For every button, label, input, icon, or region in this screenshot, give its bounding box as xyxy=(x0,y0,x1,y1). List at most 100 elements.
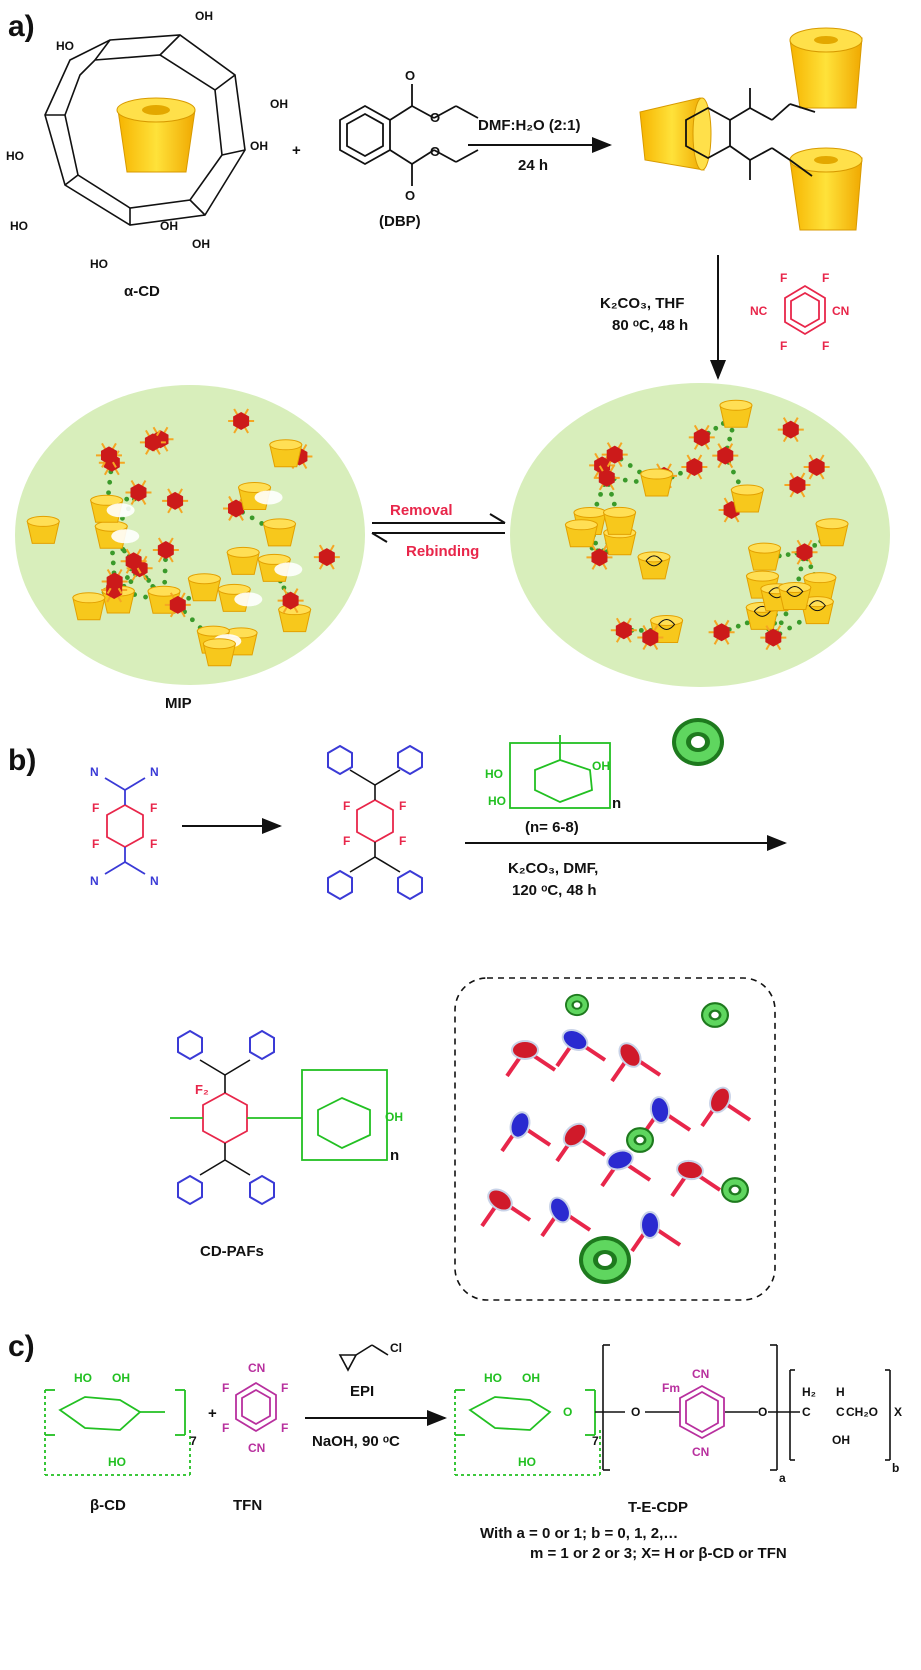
epi-label: EPI xyxy=(350,1383,374,1400)
tfn-structure xyxy=(235,1381,277,1433)
linker-bead xyxy=(249,515,255,521)
panel-c-label: c) xyxy=(8,1330,35,1363)
linker-bead xyxy=(594,501,600,507)
panel-a-label: a) xyxy=(8,10,35,43)
model-aromatic-ring xyxy=(562,1122,588,1148)
svg-text:CH₂O: CH₂O xyxy=(846,1405,878,1419)
cavity-imprint xyxy=(111,529,140,544)
linker-bead xyxy=(162,568,168,574)
svg-text:N: N xyxy=(90,765,99,779)
cd-cup xyxy=(26,515,60,544)
plus-sign-c: + xyxy=(208,1405,217,1422)
linker-bead xyxy=(787,625,793,631)
condition-c: NaOH, 90 ᵒC xyxy=(312,1433,400,1450)
molecular-model xyxy=(480,993,752,1284)
linker-bead xyxy=(124,496,130,502)
linker-bead xyxy=(678,470,683,476)
svg-text:H: H xyxy=(836,1385,845,1399)
linker-bead xyxy=(593,540,598,546)
t-e-cdp-structure xyxy=(454,1344,891,1476)
monomer-b-structure xyxy=(104,777,146,875)
linker-bead xyxy=(609,491,614,497)
cavity-imprint xyxy=(234,592,263,607)
cd-unit-b-atoms: HO HO OH xyxy=(485,759,610,808)
linker-bead xyxy=(122,548,127,554)
svg-text:F: F xyxy=(780,339,787,353)
svg-text:HO: HO xyxy=(488,794,506,808)
svg-text:OH: OH xyxy=(112,1371,130,1385)
cd-cup xyxy=(730,484,764,513)
svg-text:F: F xyxy=(150,801,157,815)
alpha-cd-hydroxyls: OH HO OH OH HO HO OH HO OH xyxy=(6,9,288,271)
svg-text:F: F xyxy=(343,799,350,813)
model-aromatic-ring xyxy=(561,1029,589,1051)
model-aromatic-ring xyxy=(511,1040,539,1060)
svg-text:HO: HO xyxy=(90,257,108,271)
template-molecule xyxy=(658,619,676,630)
cavity-imprint xyxy=(254,490,283,505)
beta-cd-structure xyxy=(44,1389,191,1476)
linker-bead xyxy=(713,425,719,431)
linker-bead xyxy=(727,436,733,442)
t-e-cdp-name: T-E-CDP xyxy=(628,1499,688,1516)
svg-text:F: F xyxy=(343,834,350,848)
model-aromatic-ring xyxy=(606,1149,634,1171)
svg-text:CN: CN xyxy=(248,1441,265,1455)
n-range-label: (n= 6-8) xyxy=(525,819,579,836)
linker-bead xyxy=(744,620,750,626)
mip-label: MIP xyxy=(165,695,192,712)
svg-text:OH: OH xyxy=(592,759,610,773)
svg-text:OH: OH xyxy=(250,139,268,153)
cd-cup xyxy=(748,542,782,571)
linker-bead xyxy=(106,490,111,496)
tftpn-atoms: F F F F NC CN xyxy=(750,271,849,353)
cavity-imprint xyxy=(106,503,135,518)
conditions-note-1: With a = 0 or 1; b = 0, 1, 2,… xyxy=(480,1525,678,1542)
template-molecule xyxy=(753,605,771,617)
linker-bead xyxy=(808,564,814,570)
linker-bead xyxy=(796,576,802,582)
svg-text:F: F xyxy=(281,1421,288,1435)
paf-structure xyxy=(327,745,423,900)
svg-text:CN: CN xyxy=(692,1367,709,1381)
linker-bead xyxy=(735,623,741,629)
svg-text:HO: HO xyxy=(56,39,74,53)
linker-bead xyxy=(622,477,628,483)
model-aromatic-ring xyxy=(649,1096,671,1124)
linker-bead xyxy=(281,585,287,591)
svg-text:HO: HO xyxy=(74,1371,92,1385)
cd-pafs-oh: OH xyxy=(385,1110,403,1124)
linker-bead xyxy=(798,566,804,572)
condition-temp-b: 120 ᵒC, 48 h xyxy=(512,882,597,899)
svg-text:C: C xyxy=(802,1405,811,1419)
model-cd-ring xyxy=(565,993,589,1017)
epi-cl: Cl xyxy=(390,1341,402,1355)
model-cd-ring xyxy=(626,1127,654,1153)
dbp-structure xyxy=(339,84,479,186)
cd-unit-b xyxy=(509,735,611,809)
cd-pafs-structure xyxy=(170,1030,388,1205)
linker-bead xyxy=(611,501,617,507)
model-aromatic-ring xyxy=(676,1159,704,1181)
svg-text:F: F xyxy=(399,834,406,848)
model-cd-ring xyxy=(701,1002,729,1028)
t-e-cdp-cd-atoms: HO OH HO O xyxy=(484,1371,572,1469)
svg-text:C: C xyxy=(836,1405,845,1419)
template-molecule xyxy=(645,555,663,567)
cd-cup xyxy=(187,573,221,602)
rebinding-label: Rebinding xyxy=(406,543,479,560)
svg-text:OH: OH xyxy=(522,1371,540,1385)
cd-cup xyxy=(226,546,260,575)
linker-bead xyxy=(598,491,603,497)
model-aromatic-ring xyxy=(509,1111,531,1139)
model-aromatic-ring xyxy=(618,1042,642,1068)
svg-text:F: F xyxy=(780,271,787,285)
svg-text:H₂: H₂ xyxy=(802,1385,816,1399)
template-molecule xyxy=(786,585,804,597)
svg-text:HO: HO xyxy=(518,1455,536,1469)
svg-text:O: O xyxy=(563,1405,572,1419)
condition-solvent: DMF:H₂O (2:1) xyxy=(478,117,581,134)
beta-cd-name: β-CD xyxy=(90,1497,126,1514)
dbp-name: (DBP) xyxy=(379,213,421,230)
svg-text:OH: OH xyxy=(832,1433,850,1447)
